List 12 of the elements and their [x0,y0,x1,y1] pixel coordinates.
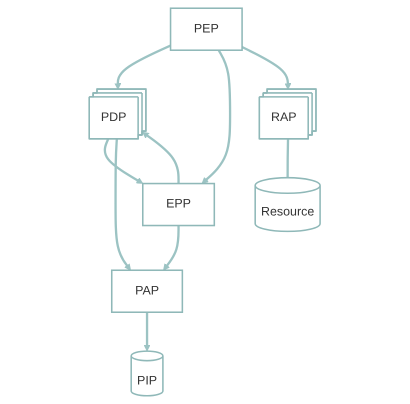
arrow [114,139,132,271]
node-box: PAP [111,269,184,313]
connector [286,139,290,178]
arrow [202,50,232,184]
arrow [142,132,180,184]
node-box: EPP [142,182,216,226]
node-box: PEP [170,7,244,51]
arrow [163,226,180,271]
arrow [114,44,172,90]
arrow [144,312,151,352]
arrow [104,138,144,184]
arrow [242,46,292,90]
